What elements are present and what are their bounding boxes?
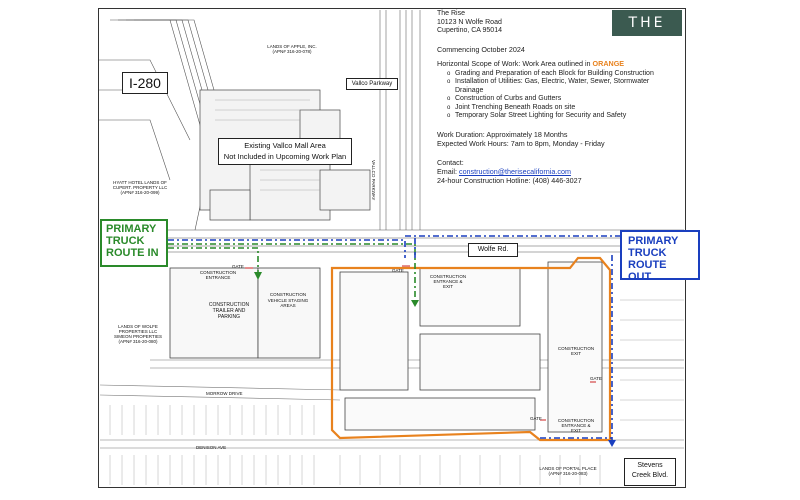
gate-label: GATE xyxy=(530,416,542,421)
address-line-3: Cupertino, CA 95014 xyxy=(437,27,502,34)
contact-email-link[interactable]: construction@therisecalifornia.com xyxy=(458,166,571,176)
route-out-path xyxy=(168,235,620,440)
duration-line-1: Work Duration: Approximately 18 Months xyxy=(437,129,568,139)
scope-prefix: Horizontal Scope of Work: Work Area outl… xyxy=(437,58,593,68)
address-line-2: 10123 N Wolfe Road xyxy=(437,18,502,26)
vallco-parkway-vert-label: VALLCO PARKWAY xyxy=(371,160,376,201)
commencing-text: Commencing October 2024 xyxy=(437,44,525,54)
wolfe-rd-label: Wolfe Rd. xyxy=(468,243,518,257)
gate-label: GATE xyxy=(590,376,602,381)
construction-exit-label: CONSTRUCTION EXIT xyxy=(557,346,595,356)
scope-list: Grading and Preparation of each Block fo… xyxy=(447,70,677,121)
construction-entrance-exit-label: CONSTRUCTION ENTRANCE & EXIT xyxy=(429,274,467,289)
existing-mall-line-1: Existing Vallco Mall Area xyxy=(244,141,326,150)
scope-highlight: ORANGE xyxy=(592,58,625,68)
existing-mall-label: Existing Vallco Mall Area Not Included i… xyxy=(218,138,352,165)
wolfe-rd-band xyxy=(150,229,684,253)
email-prefix: Email: xyxy=(437,166,459,176)
info-panel: The Rise 10123 N Wolfe Road Cupertino, C… xyxy=(437,10,677,185)
primary-route-in-label: PRIMARY TRUCK ROUTE IN xyxy=(100,219,168,267)
primary-route-out-label: PRIMARY TRUCK ROUTE OUT xyxy=(620,230,700,283)
stevens-creek-line-2: Creek Blvd. xyxy=(631,472,669,479)
vehicle-staging-label: CONSTRUCTION VEHICLE STAGING AREAS xyxy=(267,292,309,308)
scope-item: Joint Trenching Beneath Roads on site xyxy=(447,104,677,113)
the-rise-logo: THE RISE xyxy=(612,10,682,57)
trailer-parking-label: CONSTRUCTION TRAILER AND PARKING xyxy=(208,302,250,320)
lands-portal-label: LANDS OF PORTAL PLACE (APN# 316-20-083) xyxy=(539,466,597,476)
scope-item: Temporary Solar Street Lighting for Secu… xyxy=(447,112,677,121)
lands-apple-label: LANDS OF APPLE, INC. (APN# 316-20-078) xyxy=(267,44,317,54)
contact-email-line: Email: construction@therisecalifornia.co… xyxy=(437,167,677,176)
gate-label: GATE xyxy=(232,264,244,269)
scope-item: Grading and Preparation of each Block fo… xyxy=(447,70,677,79)
duration-line-2: Expected Work Hours: 7am to 8pm, Monday … xyxy=(437,138,605,148)
i280-label: I-280 xyxy=(122,72,168,94)
contact-hotline: 24-hour Construction Hotline: (408) 446-… xyxy=(437,175,582,185)
stevens-creek-line-1: Stevens xyxy=(637,462,663,469)
contact-title: Contact: xyxy=(437,157,464,167)
lands-hyatt-label: HYATT HOTEL LANDS OF CUPERT. PROPERTY LL… xyxy=(112,180,168,195)
denison-ave-label: DENISON AVE xyxy=(196,445,227,450)
vallco-parkway-label: Vallco Parkway xyxy=(346,78,398,90)
lands-wolfe-label: LANDS OF WOLFE PROPERTIES LLC SIMEON PRO… xyxy=(114,324,162,344)
construction-entrance-exit-label-2: CONSTRUCTION ENTRANCE & EXIT xyxy=(557,418,595,433)
scope-item: Construction of Curbs and Gutters xyxy=(447,95,677,104)
scope-item: Installation of Utilities: Gas, Electric… xyxy=(447,78,677,95)
morrow-drive-label: MORROW DRIVE xyxy=(206,391,243,396)
existing-mall-line-2: Not Included in Upcoming Work Plan xyxy=(223,152,347,161)
gate-label: GATE xyxy=(392,268,404,273)
stevens-creek-label: Stevens Creek Blvd. xyxy=(624,458,676,486)
scope-heading: Horizontal Scope of Work: Work Area outl… xyxy=(437,59,677,68)
construction-entrance-label: CONSTRUCTION ENTRANCE xyxy=(199,270,237,280)
address-line-1: The Rise xyxy=(437,10,466,17)
